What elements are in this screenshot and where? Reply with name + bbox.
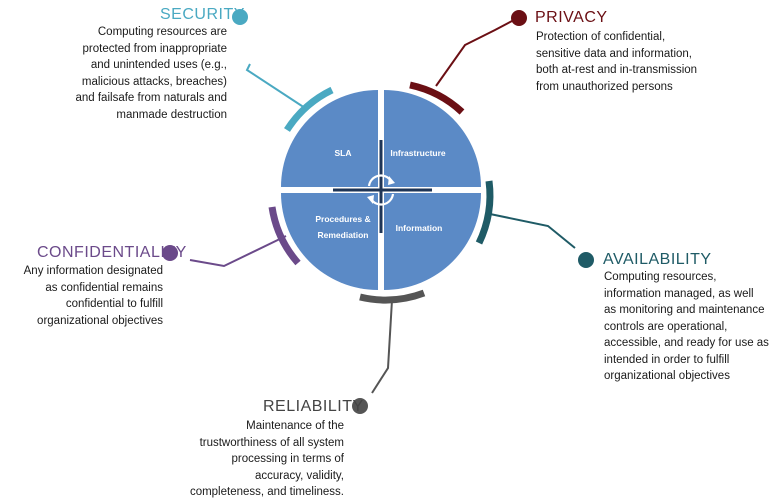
reliability-line: trustworthiness of all system [199, 436, 344, 449]
quadrant-label-sla: SLA [335, 148, 352, 158]
privacy-line: from unauthorized persons [536, 80, 673, 93]
confidentiality-line: as confidential remains [45, 281, 163, 294]
availability-line: organizational objectives [604, 370, 730, 382]
reliability-title: RELIABILITY [263, 398, 364, 415]
privacy-description: Protection of confidential, sensitive da… [536, 29, 697, 95]
quadrant-procedures [281, 193, 378, 290]
quadrant-sla [281, 90, 378, 187]
quadrant-infrastructure [384, 90, 481, 187]
security-line: protected from inappropriate [82, 42, 227, 55]
confidentiality-arc [268, 206, 301, 266]
security-line: and unintended uses (e.g., [90, 59, 227, 71]
availability-title: AVAILABILITY [603, 251, 712, 268]
availability-dot [578, 252, 594, 268]
confidentiality-description: Any information designated as confidenti… [24, 263, 163, 329]
quadrant-label-procedures: Procedures & [315, 214, 370, 224]
reliability-description: Maintenance of the trustworthiness of al… [190, 418, 344, 501]
availability-line: Computing resources, [604, 271, 717, 283]
privacy-line: sensitive data and information, [536, 47, 692, 60]
availability-line: controls are operational, [604, 320, 728, 333]
quadrant-label-information: Information [396, 223, 443, 233]
privacy-title: PRIVACY [535, 9, 608, 26]
security-line: malicious attacks, breaches) [81, 75, 227, 88]
privacy-arc [409, 81, 465, 115]
privacy-line: Protection of confidential, [536, 31, 666, 43]
availability-description: Computing resources, information managed… [604, 269, 769, 385]
security-description: Computing resources are protected from i… [75, 24, 227, 123]
availability-line: accessible, and ready for use as [604, 337, 769, 349]
availability-line: information managed, as well [604, 287, 754, 300]
availability-line: intended in order to fulfill [604, 353, 730, 366]
quadrant-label-remediation: Remediation [317, 230, 368, 240]
reliability-line: Maintenance of the [246, 420, 344, 432]
reliability-line: completeness, and timeliness. [189, 486, 344, 498]
security-line: Computing resources are [97, 26, 227, 38]
reliability-connector [371, 299, 393, 394]
reliability-dot [352, 398, 368, 414]
confidentiality-line: organizational objectives [37, 314, 163, 327]
privacy-dot [511, 10, 527, 26]
availability-arc [475, 180, 494, 245]
security-title: SECURITY [160, 6, 245, 23]
privacy-connector [435, 20, 513, 87]
quadrant-information [384, 193, 481, 290]
quadrant-label-infrastructure: Infrastructure [390, 148, 446, 158]
reliability-arc [359, 289, 426, 304]
confidentiality-dot [162, 245, 178, 261]
cycle-icon [367, 174, 395, 206]
privacy-line: both at-rest and in-transmission [536, 64, 698, 76]
confidentiality-title: CONFIDENTIALITY [37, 244, 187, 261]
confidentiality-line: confidential to fulfill [65, 298, 163, 310]
confidentiality-line: Any information designated [23, 265, 163, 277]
security-line: and failsafe from naturals and [75, 92, 227, 104]
security-arc [284, 86, 334, 132]
security-line: manmade destruction [116, 108, 227, 121]
availability-line: as monitoring and maintenance [604, 304, 765, 316]
confidentiality-connector [189, 235, 287, 268]
center-cross [333, 140, 432, 233]
security-connector [245, 63, 306, 109]
center-circle [281, 90, 481, 290]
reliability-line: accuracy, validity, [254, 469, 344, 482]
security-dot [232, 9, 248, 25]
availability-connector [489, 213, 576, 249]
reliability-line: processing in terms of [231, 453, 345, 465]
